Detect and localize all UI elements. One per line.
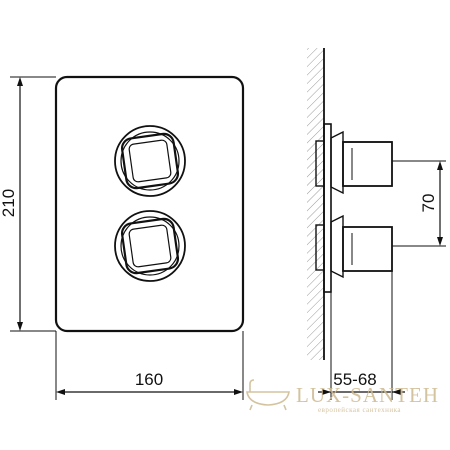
lower-handle <box>114 210 186 282</box>
watermark-subtitle: европейская сантехника <box>318 406 401 414</box>
spacing-dimension: 70 <box>392 160 446 247</box>
bathtub-icon <box>246 379 290 411</box>
cover-plate-side <box>323 123 332 293</box>
front-view <box>54 75 245 333</box>
width-label: 160 <box>135 370 163 389</box>
side-view <box>307 48 393 400</box>
watermark-logo: LUX-SANTEH европейская сантехника <box>246 379 439 414</box>
lower-handle-side <box>315 214 393 279</box>
depth-dimension: 55-68 <box>318 370 405 395</box>
height-label: 210 <box>0 189 18 217</box>
depth-label: 55-68 <box>333 370 376 389</box>
height-dimension: 210 <box>0 76 56 332</box>
upper-handle-side <box>315 130 393 195</box>
spacing-label: 70 <box>419 194 438 213</box>
width-dimension: 160 <box>55 331 244 400</box>
wall-section <box>307 48 324 360</box>
watermark-title: LUX-SANTEH <box>296 383 439 407</box>
cover-plate <box>54 75 245 333</box>
upper-handle <box>114 125 186 197</box>
